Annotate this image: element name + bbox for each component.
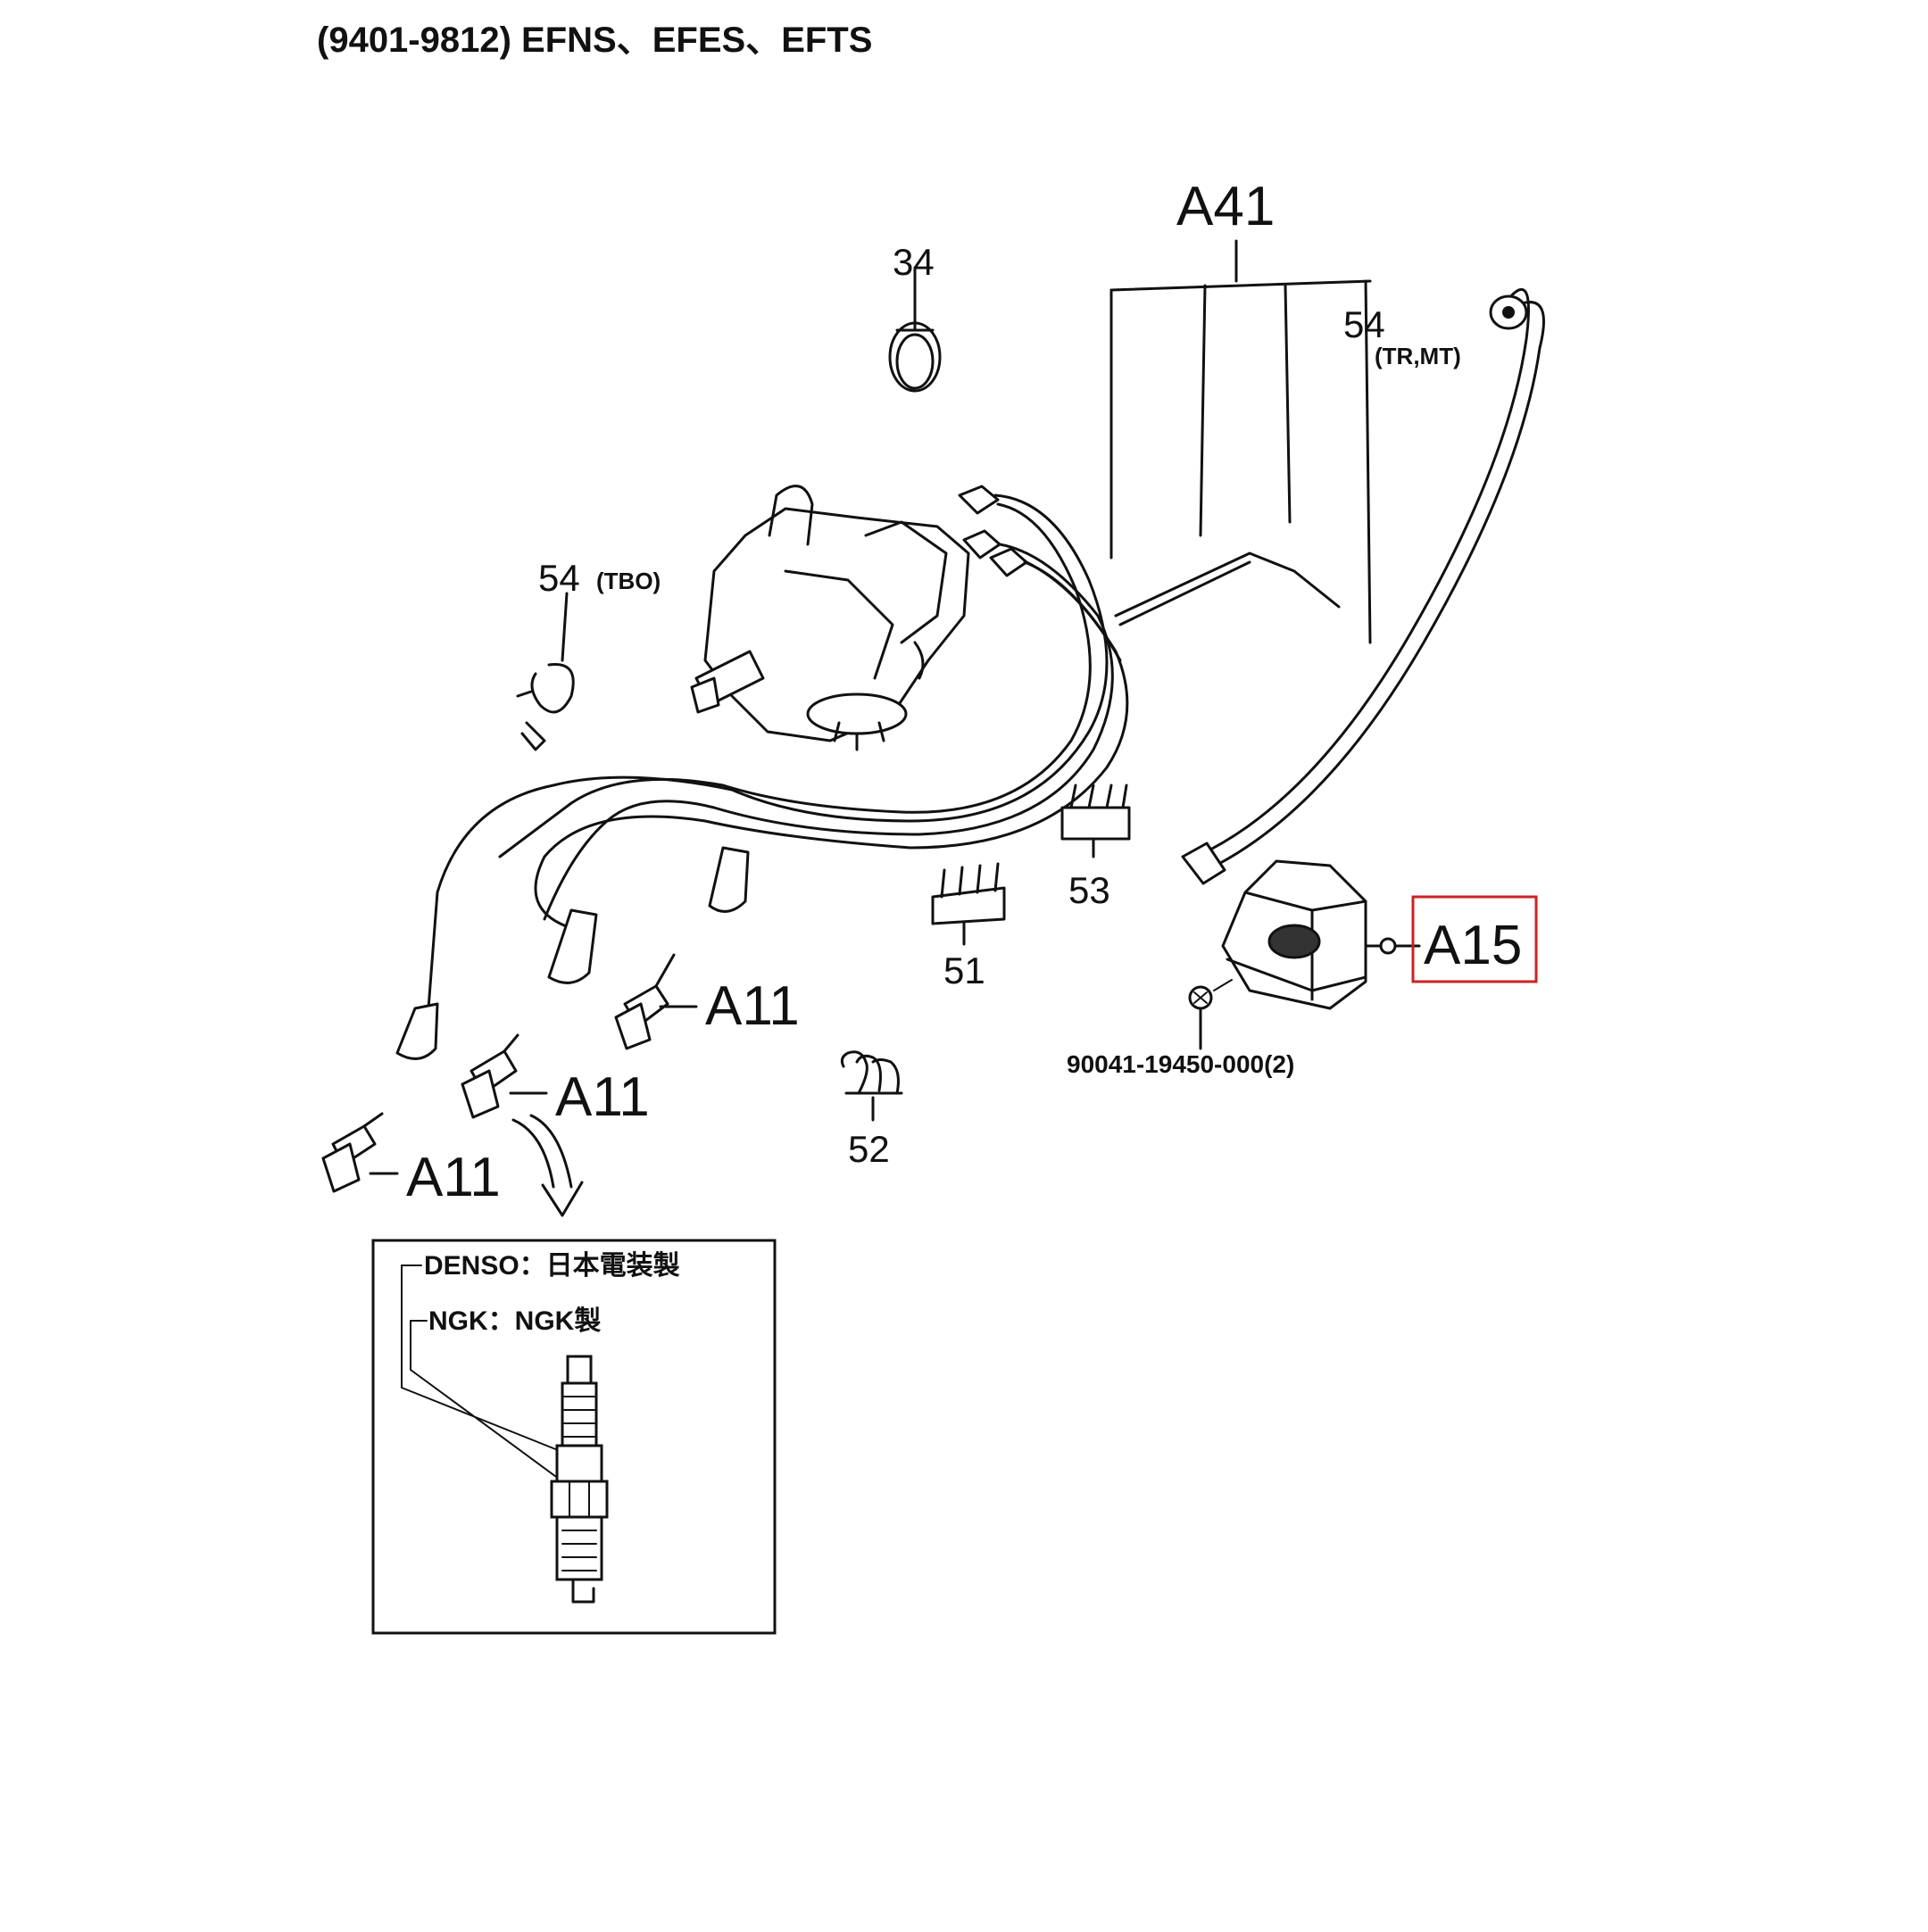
separator-53 <box>1060 784 1131 858</box>
spark-plug-1 <box>614 953 698 1050</box>
callout-34: 34 <box>893 241 935 283</box>
separator-51 <box>931 862 1006 946</box>
callout-52: 52 <box>848 1128 890 1170</box>
callout-54-tbo-note: (TBO) <box>596 568 661 594</box>
callout-a15: A15 <box>1424 915 1522 976</box>
highlight-box <box>1411 895 1538 983</box>
callout-54-trmt-note: (TR,MT) <box>1375 343 1461 369</box>
callout-a11-3: A11 <box>406 1147 501 1208</box>
clamp-54-tbo <box>516 592 575 751</box>
spark-plug-3 <box>321 1112 399 1193</box>
legend-ngk: NGK：NGK製 <box>428 1306 601 1336</box>
callout-53: 53 <box>1068 869 1110 911</box>
distributor <box>690 485 970 751</box>
callout-a11-2: A11 <box>555 1066 650 1128</box>
ignition-wires <box>395 485 1341 1060</box>
a41-leader <box>1109 239 1372 644</box>
coil-wire <box>1181 287 1545 885</box>
bolt-part-number: 90041-19450-000(2) <box>1067 1050 1294 1078</box>
callout-51: 51 <box>943 949 985 991</box>
clamp-34 <box>888 266 942 393</box>
bolt <box>1188 979 1233 1050</box>
callout-54-trmt-number: 54 <box>1343 303 1385 345</box>
spark-plug-detail-box <box>371 1239 777 1635</box>
callout-a41: A41 <box>1176 176 1275 237</box>
legend-denso: DENSO：日本電装製 <box>424 1251 680 1281</box>
detail-arrow <box>511 1114 584 1217</box>
separator-52 <box>840 1050 903 1122</box>
spark-plug-2 <box>461 1033 548 1119</box>
diagram-title: (9401-9812) EFNS、EFES、EFTS <box>317 21 873 60</box>
ignition-coil <box>1221 859 1421 1010</box>
callout-a11-1: A11 <box>705 975 800 1037</box>
callout-54-tbo-number: 54 <box>538 557 580 599</box>
